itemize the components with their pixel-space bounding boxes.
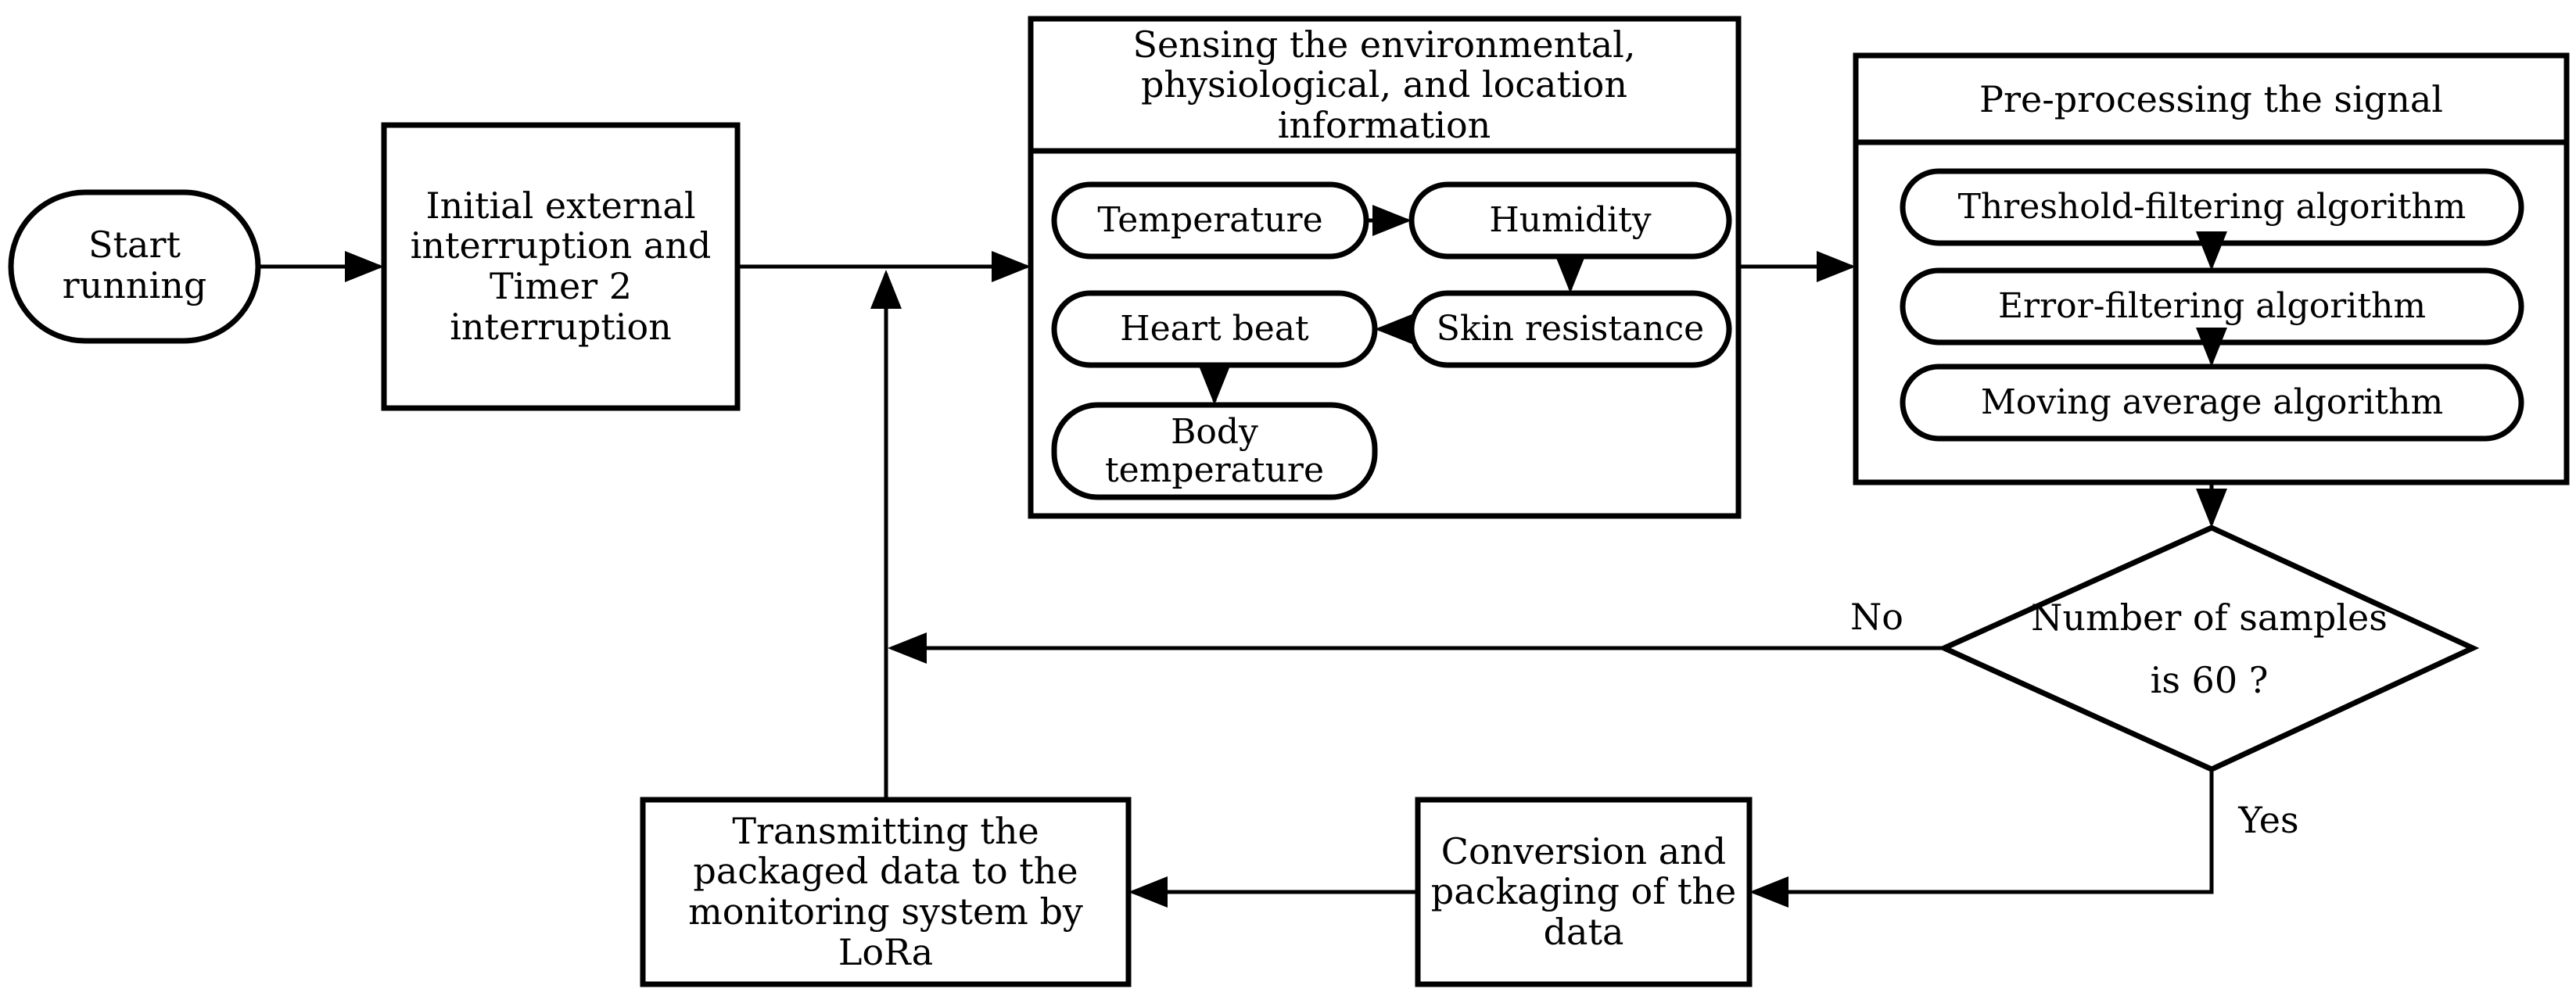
pre-header-label: Pre-processing the signal	[1979, 78, 2443, 121]
skin-label: Skin resistance	[1436, 309, 1705, 349]
temperature-label: Temperature	[1097, 200, 1323, 241]
moving-label: Moving average algorithm	[1980, 382, 2444, 423]
moving-pill	[1900, 364, 2524, 442]
yes-label: Yes	[2238, 799, 2299, 842]
conversion-label: Conversion and packaging of the data	[1430, 829, 1737, 953]
body-label: Body temperature	[1104, 411, 1324, 490]
init-label: Initial external interruption and Timer …	[410, 184, 712, 348]
heart-label: Heart beat	[1120, 309, 1309, 349]
transmit-label: Transmitting the packaged data to the mo…	[688, 809, 1083, 973]
error-label: Error-filtering algorithm	[1997, 286, 2427, 327]
decision-label: Number of samples is 60 ?	[2031, 596, 2388, 702]
threshold-label: Threshold-filtering algorithm	[1957, 187, 2467, 227]
humidity-label: Humidity	[1489, 200, 1652, 241]
body-pill	[1051, 402, 1378, 500]
no-label: No	[1850, 596, 1903, 639]
arrow-decision-yes	[1749, 769, 2214, 908]
start-label: Start running	[62, 224, 207, 306]
sensing-header-label: Sensing the environmental, physiological…	[1132, 23, 1636, 146]
